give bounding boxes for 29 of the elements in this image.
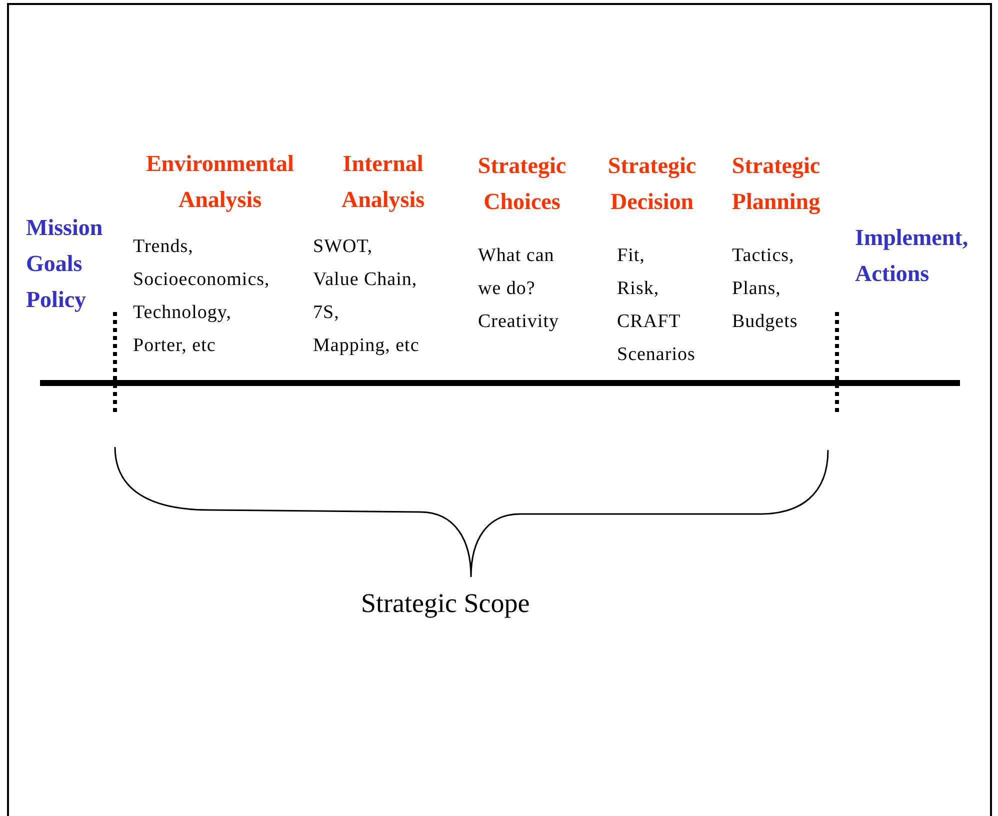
- stage-heading: Environmental Analysis: [145, 150, 295, 214]
- stage-item: CRAFT: [617, 310, 681, 334]
- stage-item: Trends,: [133, 235, 194, 259]
- stage-item: Porter, etc: [133, 334, 216, 358]
- stage-heading: Strategic Decision: [606, 152, 698, 216]
- stage-item: Technology,: [133, 301, 232, 325]
- stage-label: Implement,: [855, 224, 968, 252]
- stage-item: Scenarios: [617, 343, 696, 367]
- stage-heading: Strategic Choices: [476, 152, 568, 216]
- stage-label: Mission: [26, 214, 103, 242]
- stage-label: Actions: [855, 260, 930, 288]
- stage-item: What can: [478, 244, 554, 268]
- stage-label: Policy: [26, 286, 88, 314]
- stage-item: Tactics,: [732, 244, 794, 268]
- stage-item: Risk,: [617, 277, 660, 301]
- stage-heading: Strategic Planning: [730, 152, 822, 216]
- stage-item: Fit,: [617, 244, 645, 268]
- stage-item: SWOT,: [313, 235, 373, 259]
- stage-label: Goals: [26, 250, 84, 278]
- stage-item: we do?: [478, 277, 536, 301]
- stage-item: Socioeconomics,: [133, 268, 270, 292]
- stage-item: Budgets: [732, 310, 798, 334]
- stage-heading: Internal Analysis: [340, 150, 426, 214]
- stage-item: Plans,: [732, 277, 781, 301]
- stage-item: Creativity: [478, 310, 559, 334]
- stage-item: Mapping, etc: [313, 334, 420, 358]
- stage-item: 7S,: [313, 301, 340, 325]
- stage-item: Value Chain,: [313, 268, 418, 292]
- brace-caption: Strategic Scope: [361, 588, 530, 619]
